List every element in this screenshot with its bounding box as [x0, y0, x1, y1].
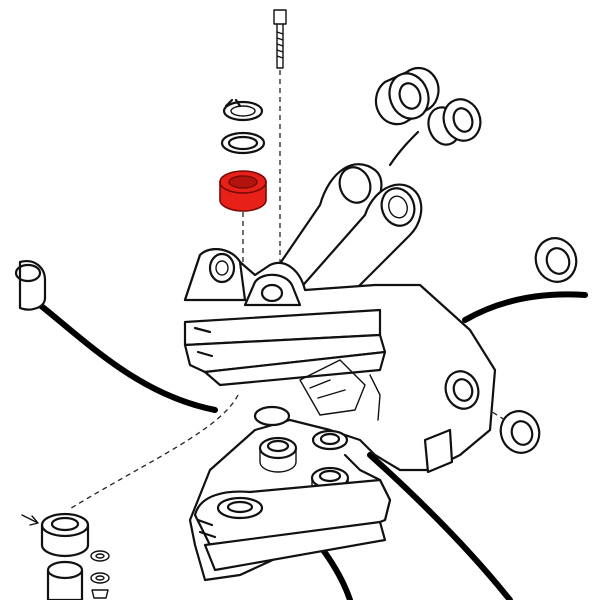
arrow-curve-top	[388, 130, 420, 167]
bushing-lower-left	[40, 512, 90, 558]
grease-fitting-stack	[90, 550, 110, 599]
leader-lower-left	[67, 394, 239, 511]
bushing-right-lower	[499, 410, 541, 454]
bushing-left-partial	[14, 260, 47, 311]
bushing-highlighted[interactable]	[219, 170, 267, 212]
hose-right-upper	[462, 291, 588, 323]
washer	[220, 131, 266, 155]
hose-left	[37, 302, 218, 413]
snap-ring	[222, 98, 264, 122]
bushing-top-right-small	[427, 98, 482, 146]
bushing-right-upper	[534, 237, 578, 283]
hose-bottom-right-a	[367, 452, 513, 600]
swing-bracket	[183, 163, 497, 582]
bolt	[273, 9, 287, 69]
bushing-top-right-large	[374, 66, 440, 126]
small-arrow	[21, 514, 39, 526]
pin-lower-left	[46, 560, 84, 600]
